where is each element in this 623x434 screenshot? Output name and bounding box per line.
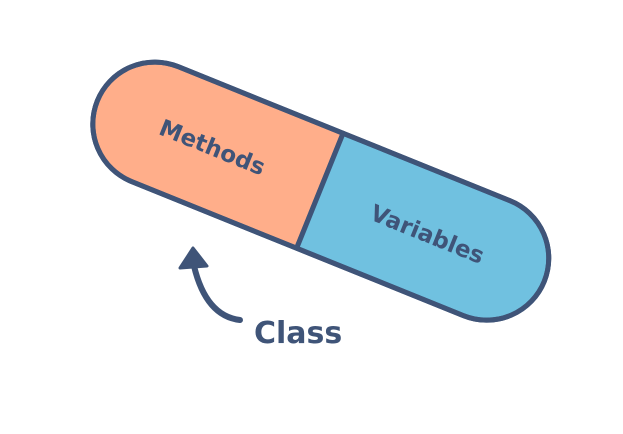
arrow-head <box>178 246 209 270</box>
class-caption: Class <box>254 316 342 351</box>
arrow-shaft <box>191 263 243 323</box>
capsule-outline <box>90 59 552 323</box>
capsule: Methods Variables <box>90 59 552 323</box>
curved-arrow-icon <box>178 246 243 323</box>
